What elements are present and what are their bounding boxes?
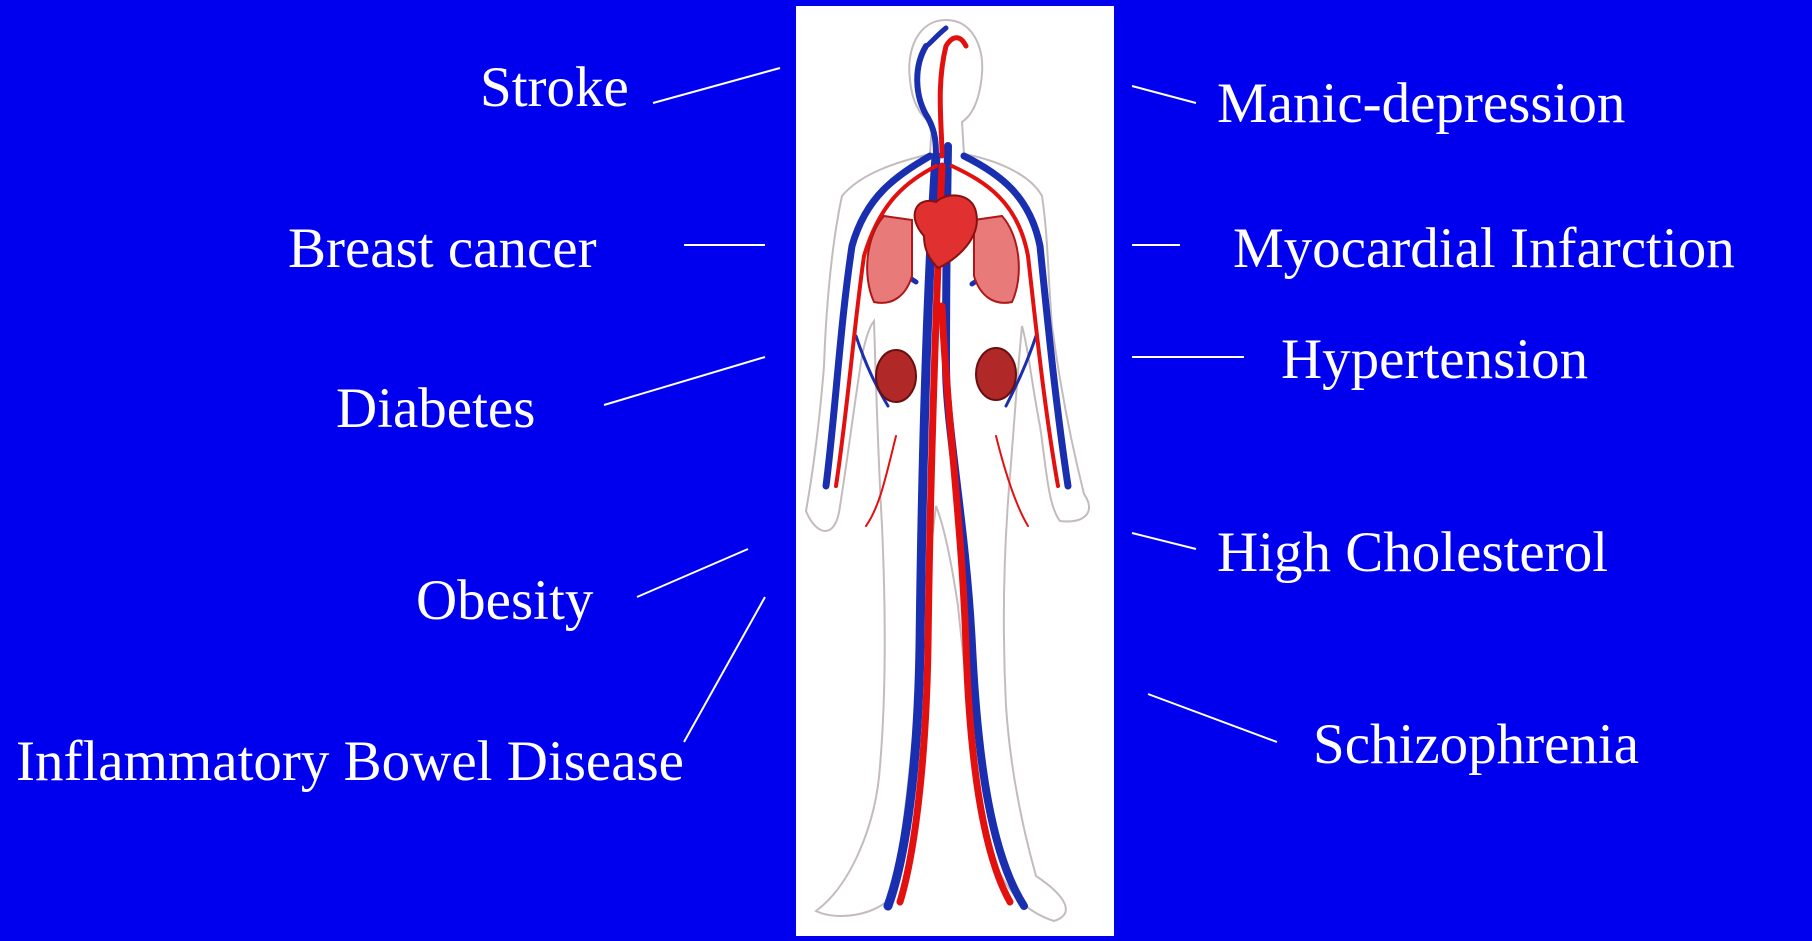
right-kidney: [976, 348, 1016, 400]
label-breast-cancer: Breast cancer: [288, 220, 597, 277]
label-inflammatory-bowel-disease: Inflammatory Bowel Disease: [16, 733, 684, 790]
label-stroke: Stroke: [480, 59, 629, 116]
figure-panel: [796, 6, 1114, 936]
label-myocardial-infarction: Myocardial Infarction: [1233, 220, 1735, 277]
left-kidney: [876, 350, 916, 402]
label-manic-depression: Manic-depression: [1217, 75, 1625, 132]
human-circulatory-system-icon: [796, 6, 1114, 936]
label-high-cholesterol: High Cholesterol: [1217, 524, 1608, 581]
label-diabetes: Diabetes: [336, 380, 535, 437]
label-schizophrenia: Schizophrenia: [1313, 716, 1639, 773]
label-obesity: Obesity: [416, 572, 593, 629]
label-hypertension: Hypertension: [1281, 331, 1588, 388]
